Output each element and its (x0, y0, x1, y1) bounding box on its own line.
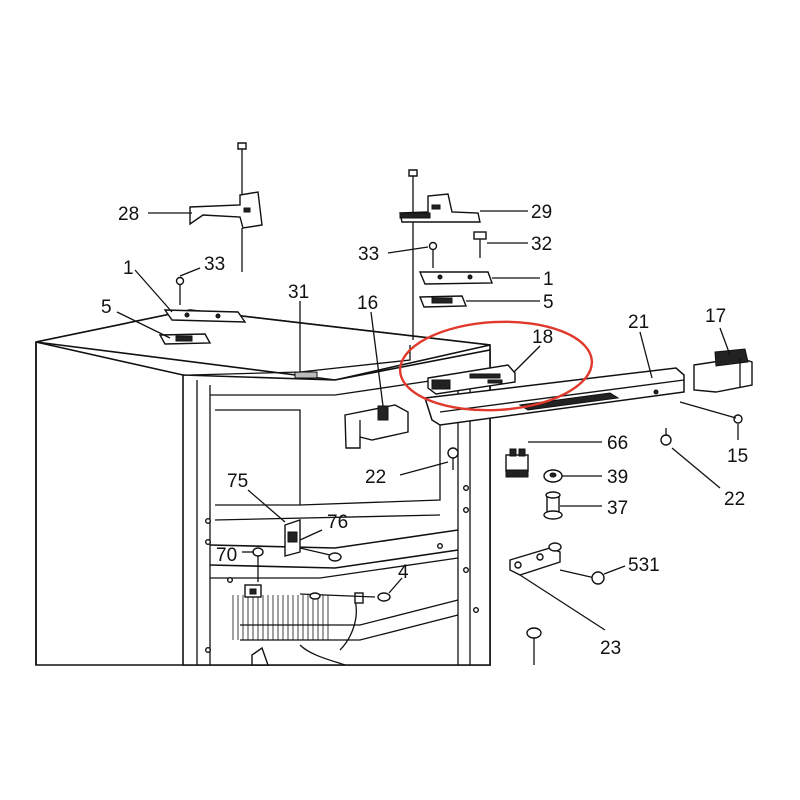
control-panel-18 (427, 364, 516, 395)
screw-4 (299, 592, 391, 602)
highlight-ellipse (398, 320, 594, 412)
screw-70 (244, 547, 264, 598)
leader-lines (116, 210, 739, 631)
callout-70: 70 (216, 545, 237, 566)
callout-23: 23 (600, 638, 621, 659)
callout-15: 15 (727, 446, 748, 467)
callout-75: 75 (227, 471, 248, 492)
upper-left-hinge-group (158, 142, 263, 345)
hinge-plate-1-right (418, 271, 493, 285)
callout-37: 37 (607, 498, 628, 519)
callout-21: 21 (628, 312, 649, 333)
hinge-plate-1-left (163, 309, 247, 323)
bracket-75 (284, 519, 301, 557)
lower-hinge-23 (509, 542, 562, 576)
callout-22-left: 22 (365, 467, 386, 488)
callout-17: 17 (705, 306, 726, 327)
callout-39: 39 (607, 467, 628, 488)
screw-22-right (660, 428, 672, 446)
end-cap-17 (693, 348, 753, 393)
callout-31: 31 (288, 282, 309, 303)
upper-right-hinge-group (399, 169, 493, 340)
callout-32: 32 (531, 234, 552, 255)
screw-22-left (447, 447, 459, 470)
callout-labels: 28 29 33 1 5 33 32 1 5 31 16 18 21 17 66… (101, 202, 748, 659)
pin-15 (733, 414, 743, 424)
callout-28: 28 (118, 204, 139, 225)
callout-76: 76 (327, 512, 348, 533)
part-16-block (344, 404, 409, 449)
callout-33-left: 33 (204, 254, 225, 275)
screw-76 (328, 552, 342, 562)
callout-1-left: 1 (123, 258, 134, 279)
part-31-strip (294, 371, 318, 379)
hinge-bracket-28 (189, 191, 263, 229)
callout-33-right: 33 (358, 244, 379, 265)
callout-5-left: 5 (101, 297, 112, 318)
callout-22-right: 22 (724, 489, 745, 510)
callout-29: 29 (531, 202, 552, 223)
callout-531: 531 (628, 555, 660, 576)
callout-5-right: 5 (543, 292, 554, 313)
screw-531 (559, 569, 605, 585)
callout-1-right: 1 (543, 269, 554, 290)
callout-4: 4 (398, 562, 409, 583)
callout-16: 16 (357, 293, 378, 314)
bushing-37 (543, 491, 563, 520)
switch-66 (505, 448, 529, 478)
callout-18: 18 (532, 327, 553, 348)
bottom-pin (526, 627, 542, 665)
callout-66: 66 (607, 433, 628, 454)
cabinet-body (35, 309, 491, 666)
